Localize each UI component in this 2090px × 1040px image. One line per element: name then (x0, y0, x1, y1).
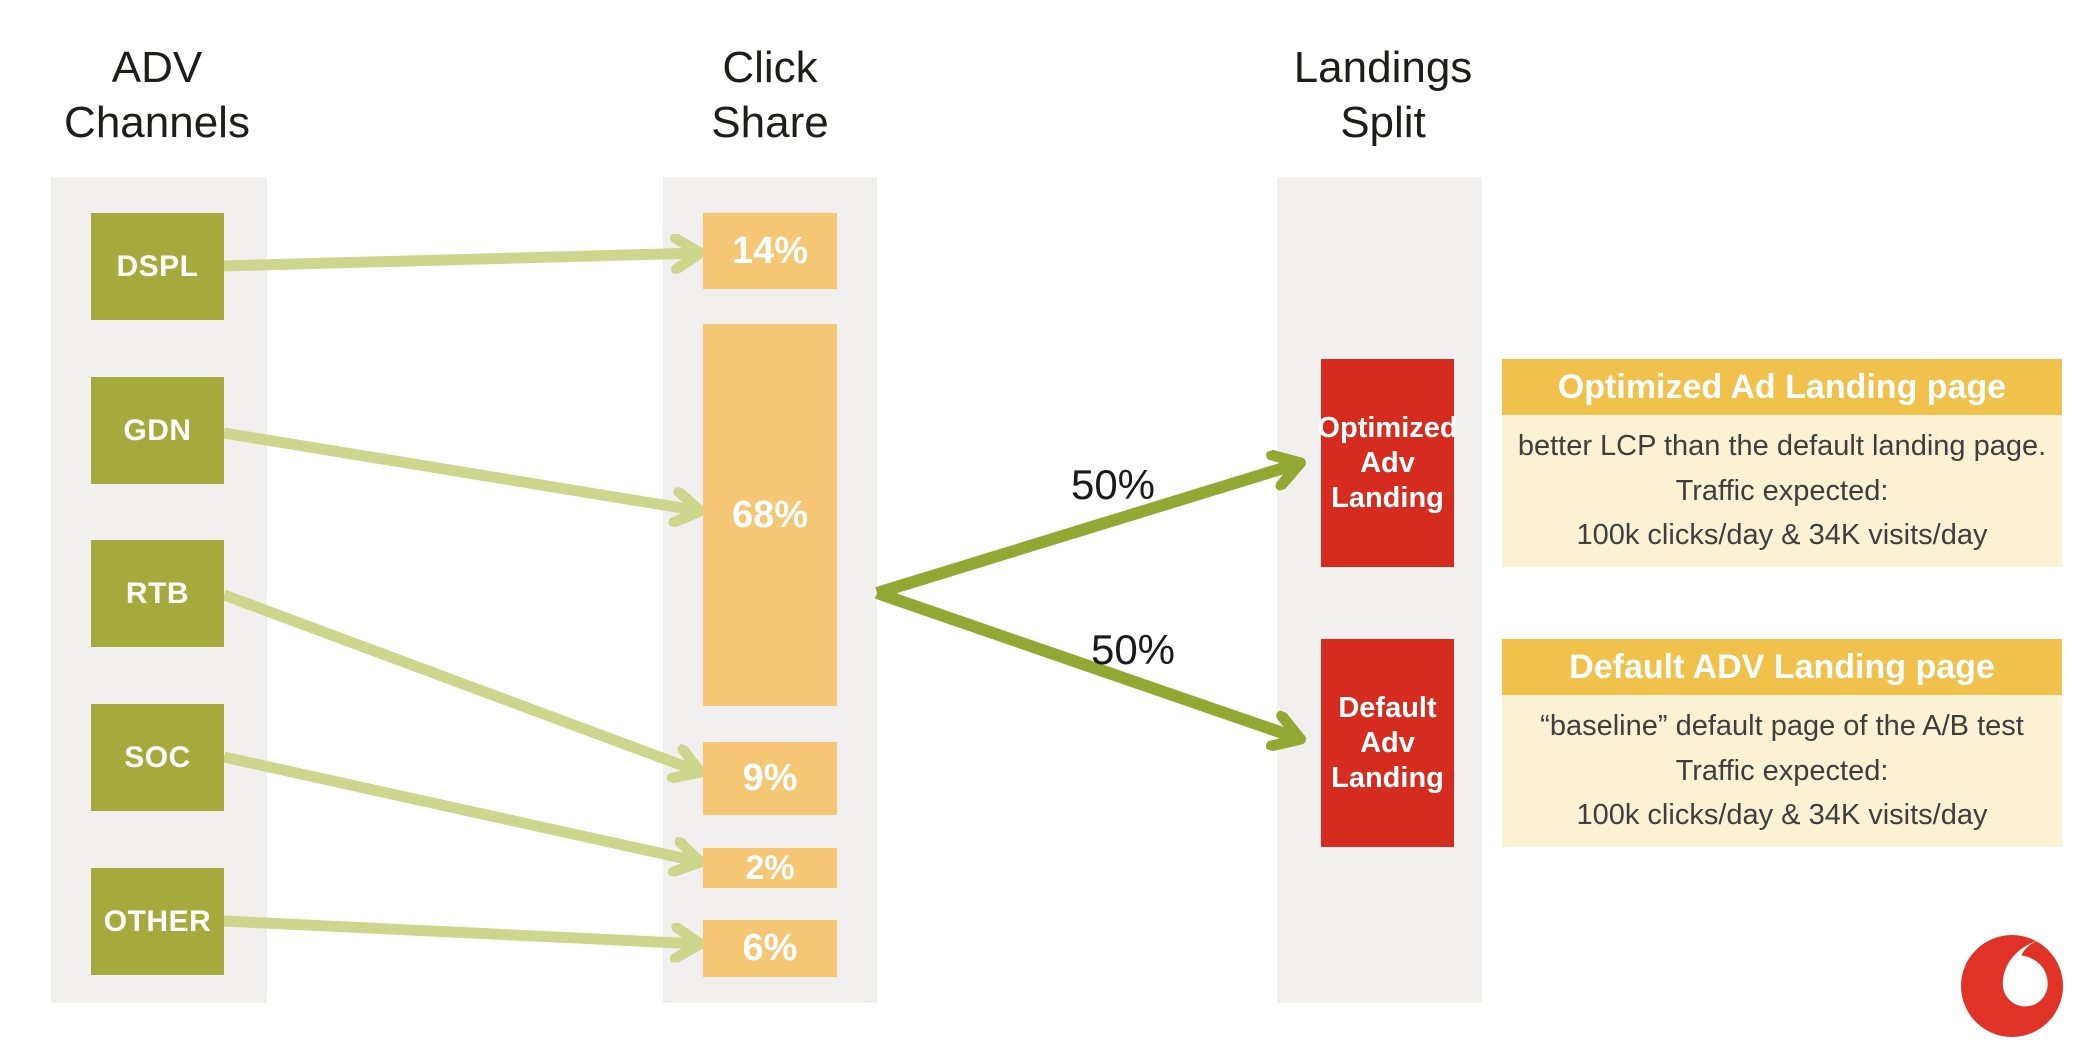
card-body-line: better LCP than the default landing page… (1517, 430, 2047, 463)
card-body-line: “baseline” default page of the A/B test (1540, 710, 2024, 743)
channel-label: OTHER (103, 904, 212, 938)
split-label-bottom: 50% (1090, 626, 1176, 673)
info-card-optimized: Optimized Ad Landing page better LCP than… (1502, 359, 2062, 567)
channel-box-rtb: RTB (91, 540, 224, 647)
column-title-adv-channels: ADV Channels (64, 43, 250, 147)
share-label: 2% (745, 848, 795, 887)
channel-label: SOC (124, 740, 191, 774)
vodafone-logo-circle (1961, 935, 2063, 1037)
channel-label: GDN (123, 413, 192, 447)
card-body-line: 100k clicks/day & 34K visits/day (1576, 798, 1988, 831)
arrow-dspl-to-14 (223, 253, 700, 266)
channel-box-dspl: DSPL (91, 213, 224, 320)
arrow-gdn-to-68 (223, 427, 700, 511)
card-body-line: 100k clicks/day & 34K visits/day (1576, 518, 1988, 551)
channel-box-soc: SOC (91, 704, 224, 811)
share-box-68: 68% (703, 324, 837, 706)
column-title-landings-split: Landings Split (1293, 43, 1473, 147)
card-body-line: Traffic expected: (1675, 754, 1889, 787)
card-body: better LCP than the default landing page… (1502, 415, 2062, 567)
channel-box-other: OTHER (91, 868, 224, 975)
arrow-soc-to-2 (222, 751, 700, 862)
channel-label: DSPL (116, 249, 199, 283)
split-label-top: 50% (1070, 461, 1156, 508)
landings-column-background (1277, 177, 1482, 1003)
info-card-default: Default ADV Landing page“baseline” defau… (1502, 639, 2062, 847)
share-label: 9% (742, 757, 798, 799)
share-box-2: 2% (703, 848, 837, 888)
column-title-click-share: Click Share (711, 43, 829, 147)
vodafone-logo-speechmark (2002, 938, 2048, 1007)
share-label: 14% (731, 229, 809, 272)
share-label: 68% (731, 493, 809, 536)
arrow-rtb-to-9 (222, 589, 700, 772)
share-box-9: 9% (703, 742, 837, 815)
share-box-6: 6% (703, 920, 837, 977)
landing-box-optimized: Optimized Adv Landing (1317, 359, 1458, 567)
vodafone-logo (1961, 935, 2063, 1037)
landing-box-default: Default Adv Landing (1321, 639, 1454, 847)
channel-box-gdn: GDN (91, 377, 224, 484)
card-title: Default ADV Landing page (1502, 639, 2062, 695)
card-body-line: Traffic expected: (1675, 474, 1889, 507)
share-label: 6% (742, 927, 798, 969)
card-title: Optimized Ad Landing page (1502, 359, 2062, 415)
share-box-14: 14% (703, 213, 837, 289)
channel-label: RTB (125, 576, 190, 610)
arrow-other-to-6 (223, 915, 700, 944)
